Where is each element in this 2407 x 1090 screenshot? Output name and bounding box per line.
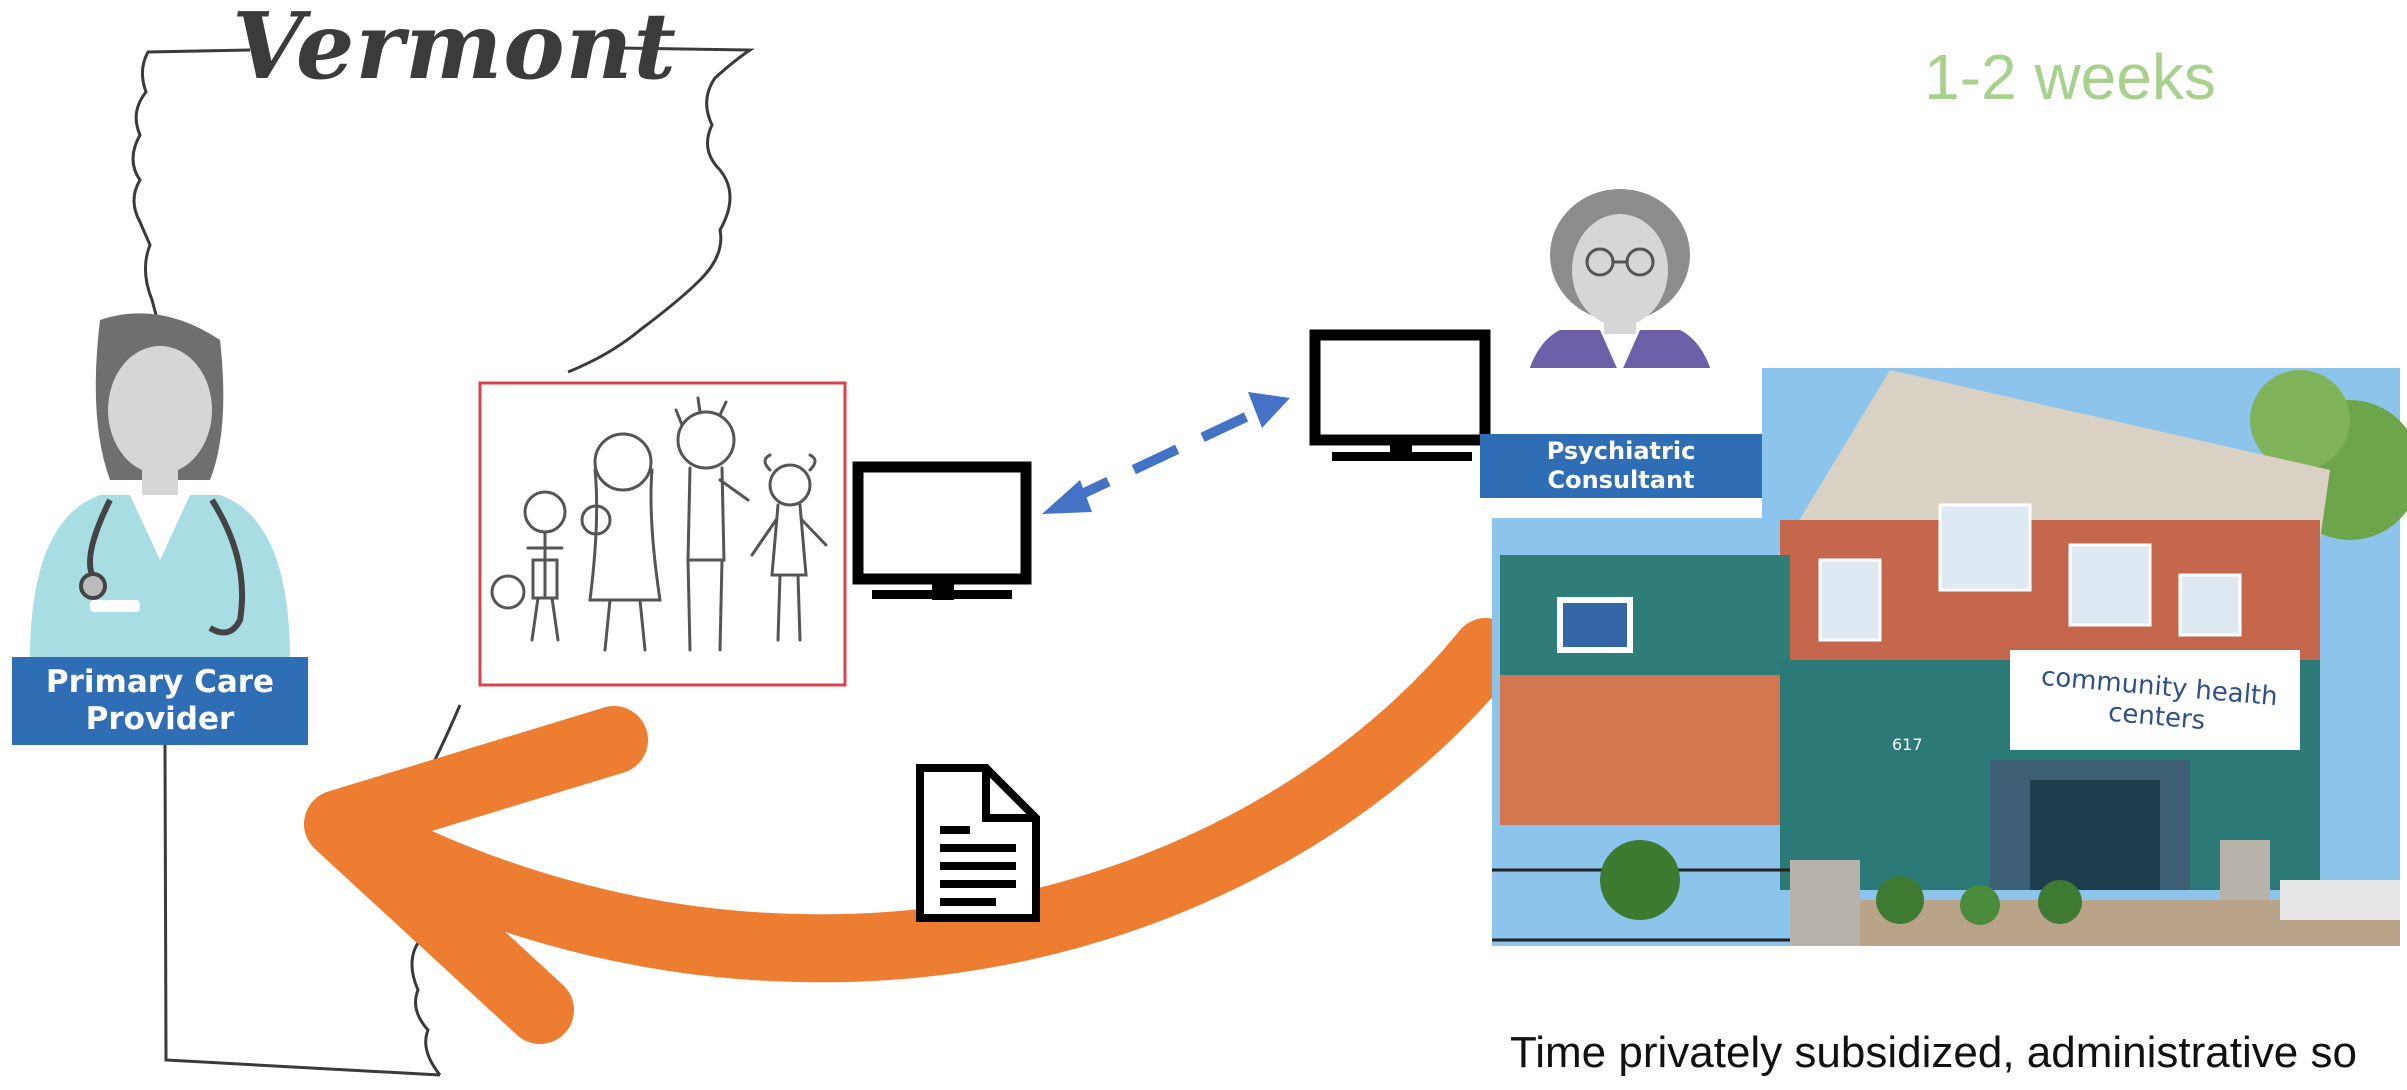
primary-care-line2: Provider: [85, 701, 235, 737]
building-number: 617: [1892, 735, 1932, 765]
primary-care-badge: Primary Care Provider: [12, 657, 308, 745]
duration-label: 1-2 weeks: [1924, 41, 2216, 113]
state-title: Vermont: [232, 0, 678, 100]
dashed-double-arrow: [1042, 392, 1290, 514]
document-icon: [916, 764, 1040, 922]
psychiatric-line1: Psychiatric: [1546, 437, 1696, 466]
psychiatric-line2: Consultant: [1547, 466, 1695, 494]
computer-monitor-icon: [1309, 329, 1491, 461]
orange-return-arrow: [304, 618, 1520, 1044]
psychiatric-consultant-badge: Psychiatric Consultant: [1480, 434, 1762, 498]
footnote-text: Time privately subsidized, administrativ…: [1510, 1028, 2357, 1077]
building-number-text: 617: [1892, 735, 1923, 754]
community-health-center-photo: [1492, 368, 2407, 946]
primary-care-line1: Primary Care: [45, 663, 275, 700]
computer-monitor-icon: [852, 461, 1032, 600]
family-drawing: [478, 381, 847, 687]
doctor-avatar: [30, 313, 290, 660]
vermont-outline: [131, 46, 755, 1077]
